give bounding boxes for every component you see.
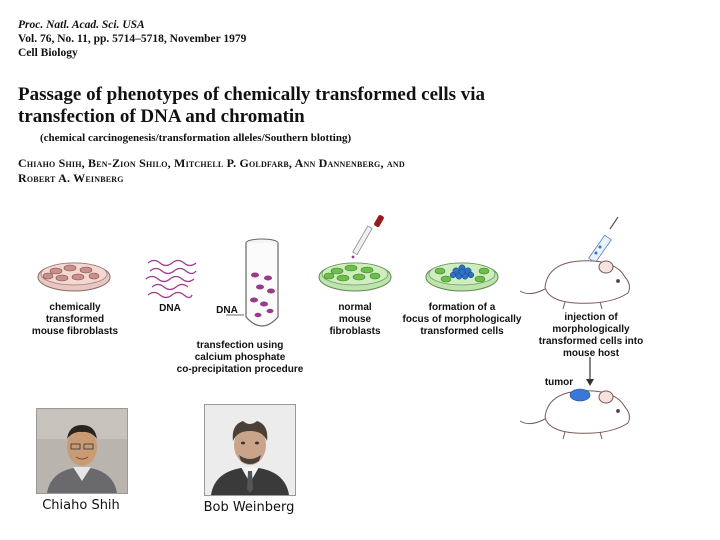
caption-step3-line1: normal bbox=[338, 302, 372, 313]
down-arrow bbox=[586, 357, 594, 386]
journal-name: Proc. Natl. Acad. Sci. USA bbox=[18, 19, 145, 31]
photo-bob-weinberg bbox=[204, 404, 296, 496]
paper-title-line2: transfection of DNA and chromatin bbox=[18, 106, 305, 127]
dna-label-2: DNA bbox=[216, 305, 238, 316]
tumor-label: tumor bbox=[544, 377, 574, 388]
caption-step1-line3: mouse fibroblasts bbox=[31, 326, 119, 337]
caption-step5: injection of morphologically transformed… bbox=[528, 312, 654, 360]
caption-step3-line2: mouse bbox=[338, 314, 372, 325]
caption-step1-line2: transformed bbox=[45, 314, 105, 325]
caption-step5-line2: morphologically bbox=[552, 324, 630, 335]
experiment-diagram bbox=[37, 215, 630, 440]
photo-chiaho-shih bbox=[36, 408, 128, 494]
caption-step4-line2: focus of morphologically bbox=[402, 314, 522, 325]
journal-volume: Vol. 76, No. 11, pp. 5714–5718, November… bbox=[18, 33, 247, 45]
dish-transformed-cells bbox=[37, 262, 111, 292]
caption-step4-line1: formation of a bbox=[428, 302, 496, 313]
tumor-mass bbox=[569, 388, 591, 402]
caption-step5-line3: transformed cells into bbox=[538, 336, 644, 347]
paper-authors: Chiaho Shih, Ben-Zion Shilo, Mitchell P.… bbox=[18, 156, 618, 186]
portrait-image bbox=[205, 405, 295, 495]
mouse-host bbox=[519, 260, 630, 310]
dropper-pipette bbox=[351, 215, 384, 259]
caption-step4: formation of a focus of morphologically … bbox=[394, 302, 530, 338]
caption-step1: chemically transformed mouse fibroblasts bbox=[20, 302, 130, 338]
test-tube bbox=[226, 238, 279, 327]
dna-strands bbox=[145, 259, 197, 299]
paper-keywords: (chemical carcinogenesis/transformation … bbox=[40, 132, 352, 144]
photo-caption-left: Chiaho Shih bbox=[42, 498, 120, 513]
caption-transfection-line2: calcium phosphate bbox=[194, 352, 286, 363]
caption-transfection-line3: co-precipitation procedure bbox=[176, 364, 304, 375]
caption-transfection-line1: transfection using bbox=[196, 340, 284, 351]
paper-title-line1: Passage of phenotypes of chemically tran… bbox=[18, 84, 486, 105]
caption-transfection: transfection using calcium phosphate co-… bbox=[160, 340, 320, 376]
mouse-with-tumor bbox=[519, 390, 630, 440]
photo-caption-right: Bob Weinberg bbox=[203, 500, 295, 515]
portrait-image bbox=[37, 409, 127, 493]
caption-step5-line1: injection of bbox=[564, 312, 618, 323]
dish-normal-cells bbox=[318, 262, 392, 292]
dish-transformed-focus bbox=[425, 262, 499, 292]
caption-step3-line3: fibroblasts bbox=[329, 326, 381, 337]
caption-step4-line3: transformed cells bbox=[420, 326, 504, 337]
authors-line2: Robert A. Weinberg bbox=[18, 171, 124, 185]
authors-line1: Chiaho Shih, Ben-Zion Shilo, Mitchell P.… bbox=[18, 156, 405, 170]
caption-step3: normal mouse fibroblasts bbox=[320, 302, 390, 338]
journal-section: Cell Biology bbox=[18, 47, 78, 59]
paper-title: Passage of phenotypes of chemically tran… bbox=[18, 84, 618, 128]
caption-step1-line1: chemically bbox=[49, 302, 101, 313]
dna-label-1: DNA bbox=[159, 303, 181, 314]
caption-step5-line4: mouse host bbox=[562, 348, 620, 359]
journal-header: Proc. Natl. Acad. Sci. USA Vol. 76, No. … bbox=[18, 18, 246, 60]
